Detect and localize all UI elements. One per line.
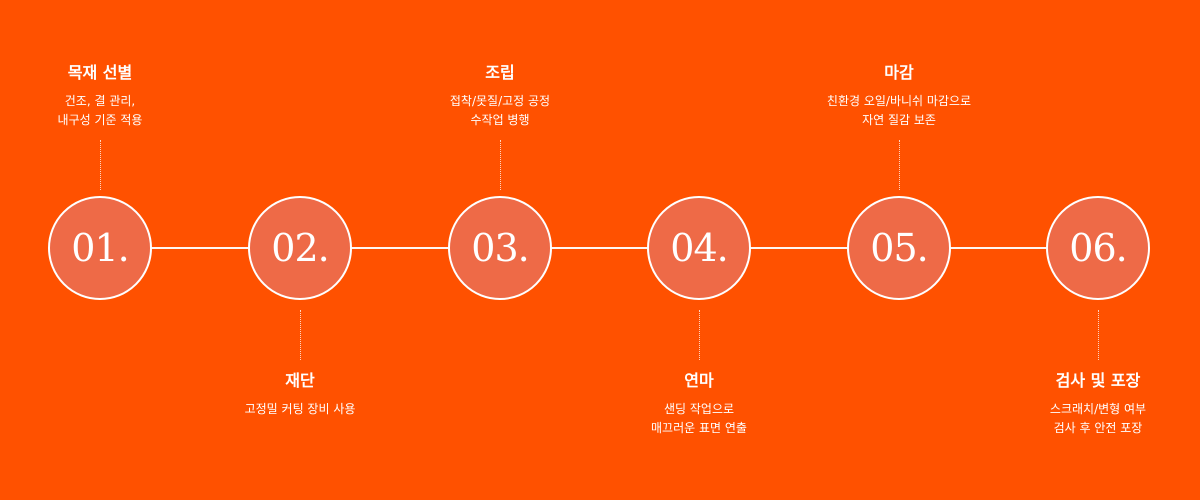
step-2-text: 재단 고정밀 커팅 장비 사용 [200, 370, 400, 419]
step-title: 조립 [485, 63, 515, 82]
step-title: 목재 선별 [67, 63, 133, 82]
step-description-line: 검사 후 안전 포장 [1053, 421, 1143, 435]
step-description: 친환경 오일/바니쉬 마감으로 자연 질감 보존 [799, 92, 999, 130]
step-4: 04. 연마 샌딩 작업으로 매끄러운 표면 연출 [599, 0, 799, 500]
step-circle: 06. [1046, 196, 1150, 300]
dotted-connector [300, 310, 301, 360]
step-title: 검사 및 포장 [1055, 371, 1141, 390]
step-title: 마감 [884, 63, 914, 82]
step-description-line: 스크래치/변형 여부 [1049, 402, 1147, 416]
step-2: 02. 재단 고정밀 커팅 장비 사용 [200, 0, 400, 500]
step-3-text: 조립 접착/못질/고정 공정 수작업 병행 [400, 62, 600, 130]
step-6-text: 검사 및 포장 스크래치/변형 여부 검사 후 안전 포장 [998, 370, 1198, 438]
timeline-line [100, 247, 1099, 249]
dotted-connector [1098, 310, 1099, 360]
step-description-line: 매끄러운 표면 연출 [651, 421, 747, 435]
step-number: 01. [71, 226, 129, 270]
step-number: 03. [471, 226, 529, 270]
step-description-line: 샌딩 작업으로 [663, 402, 735, 416]
step-1: 목재 선별 건조, 결 관리, 내구성 기준 적용 01. [0, 0, 200, 500]
step-number: 05. [870, 226, 928, 270]
step-number: 04. [670, 226, 728, 270]
step-number: 06. [1069, 226, 1127, 270]
dotted-connector [100, 140, 101, 190]
step-circle: 04. [647, 196, 751, 300]
step-circle: 02. [248, 196, 352, 300]
step-description: 스크래치/변형 여부 검사 후 안전 포장 [998, 400, 1198, 438]
step-title: 연마 [684, 371, 714, 390]
step-circle: 05. [847, 196, 951, 300]
step-circle: 01. [48, 196, 152, 300]
step-description: 샌딩 작업으로 매끄러운 표면 연출 [599, 400, 799, 438]
step-3: 조립 접착/못질/고정 공정 수작업 병행 03. [400, 0, 600, 500]
step-description-line: 자연 질감 보존 [862, 113, 936, 127]
step-description-line: 친환경 오일/바니쉬 마감으로 [826, 94, 972, 108]
step-description-line: 내구성 기준 적용 [57, 113, 143, 127]
step-4-text: 연마 샌딩 작업으로 매끄러운 표면 연출 [599, 370, 799, 438]
step-description-line: 건조, 결 관리, [64, 94, 136, 108]
step-description-line: 고정밀 커팅 장비 사용 [244, 402, 356, 416]
dotted-connector [500, 140, 501, 190]
step-6: 06. 검사 및 포장 스크래치/변형 여부 검사 후 안전 포장 [998, 0, 1198, 500]
step-description: 접착/못질/고정 공정 수작업 병행 [400, 92, 600, 130]
step-description: 고정밀 커팅 장비 사용 [200, 400, 400, 419]
step-number: 02. [271, 226, 329, 270]
dotted-connector [899, 140, 900, 190]
dotted-connector [699, 310, 700, 360]
step-circle: 03. [448, 196, 552, 300]
step-description: 건조, 결 관리, 내구성 기준 적용 [0, 92, 200, 130]
step-5: 마감 친환경 오일/바니쉬 마감으로 자연 질감 보존 05. [799, 0, 999, 500]
step-title: 재단 [285, 371, 315, 390]
step-5-text: 마감 친환경 오일/바니쉬 마감으로 자연 질감 보존 [799, 62, 999, 130]
step-description-line: 접착/못질/고정 공정 [449, 94, 551, 108]
step-1-text: 목재 선별 건조, 결 관리, 내구성 기준 적용 [0, 62, 200, 130]
step-description-line: 수작업 병행 [470, 113, 530, 127]
